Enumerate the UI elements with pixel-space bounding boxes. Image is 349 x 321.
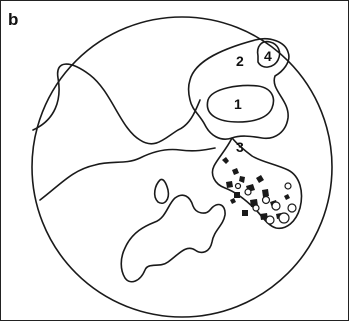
field-of-view-circle bbox=[32, 17, 332, 317]
left-contour-lower bbox=[40, 148, 215, 200]
region-label-2: 2 bbox=[236, 53, 244, 69]
lower-contour bbox=[121, 195, 225, 282]
left-contour-upper bbox=[33, 64, 200, 144]
region-label-4: 4 bbox=[264, 48, 272, 64]
small-teardrop bbox=[155, 179, 169, 203]
region-label-1: 1 bbox=[234, 96, 242, 112]
region-label-3: 3 bbox=[236, 139, 244, 155]
